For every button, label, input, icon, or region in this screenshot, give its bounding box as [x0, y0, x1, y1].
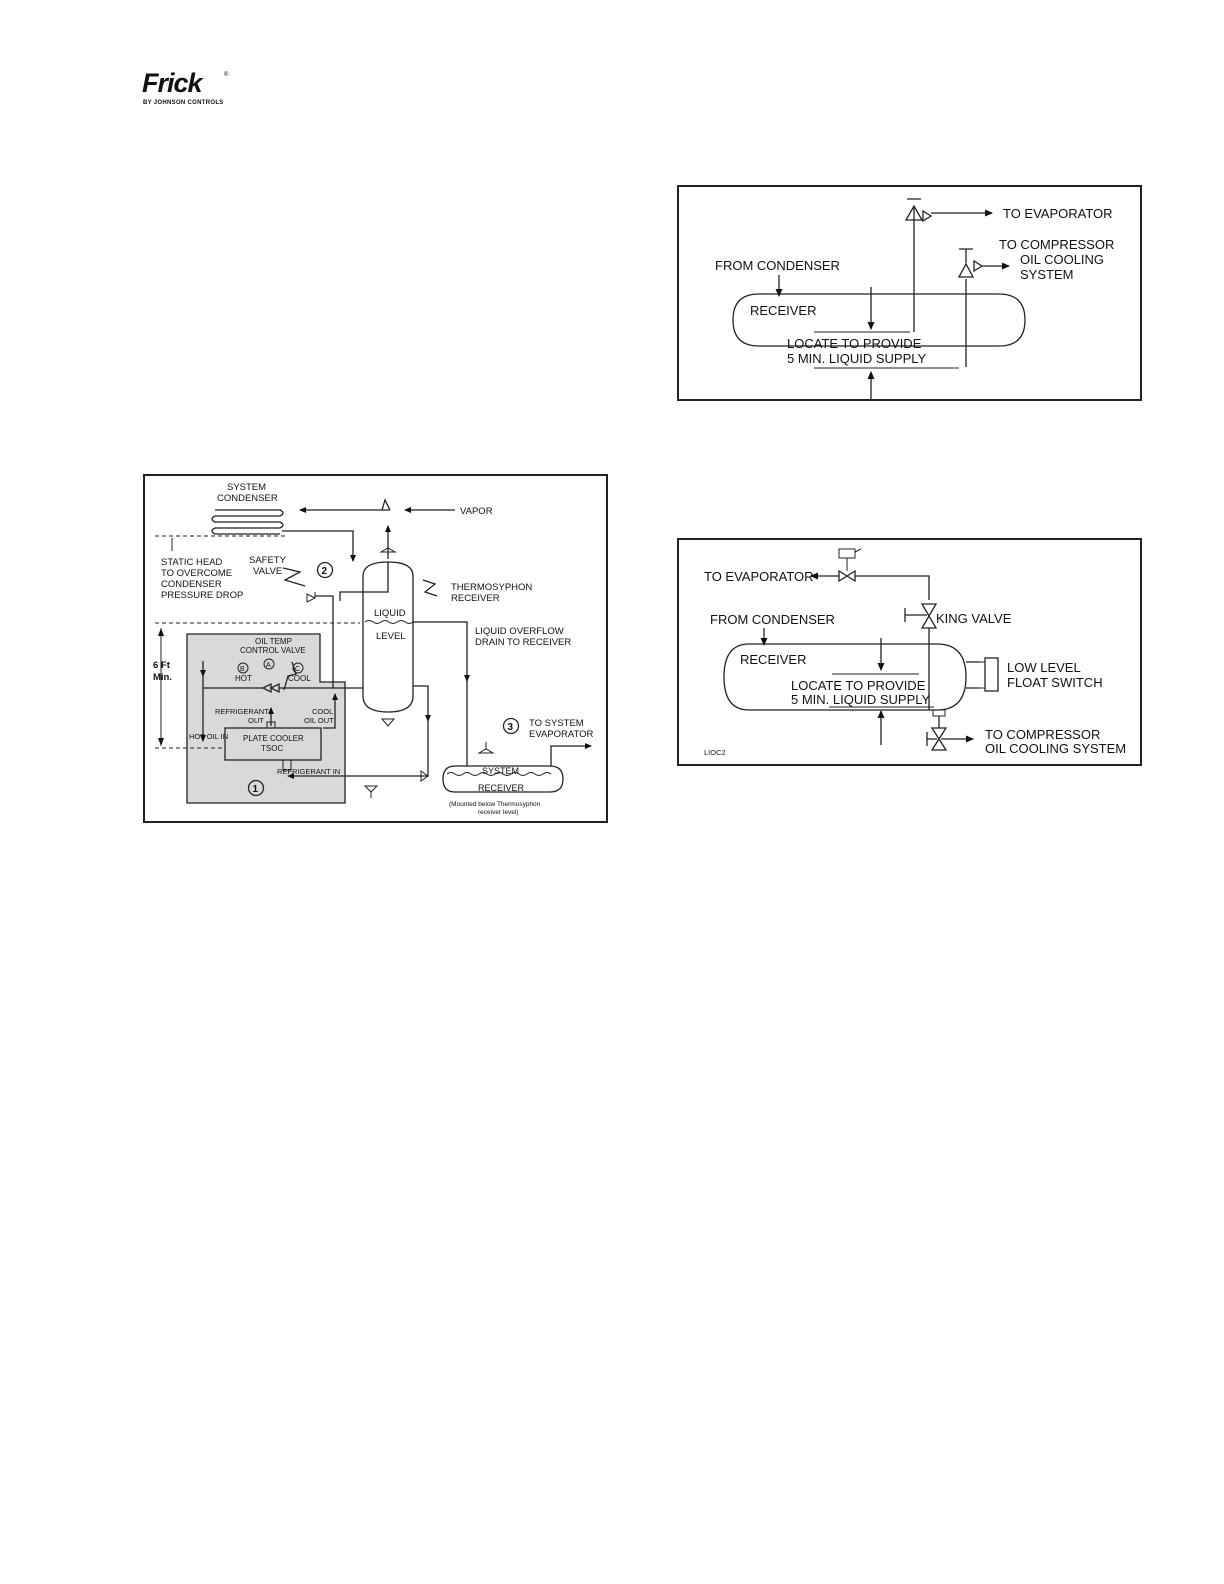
- logo-subtitle: BY JOHNSON CONTROLS: [143, 100, 224, 106]
- receiver-diagram-king-valve-svg: RECEIVER LOCATE TO PROVIDE 5 MIN. LIQUID…: [704, 548, 1126, 757]
- inlet-valve-icon: [420, 770, 429, 782]
- cool-oil-out-1: COOL: [312, 707, 333, 716]
- static-head-1: STATIC HEAD: [161, 557, 223, 568]
- cool-label: COOL: [288, 674, 311, 683]
- condenser-label-1: SYSTEM: [227, 482, 266, 493]
- logo-trademark: ®: [224, 72, 229, 78]
- relief-valve-icon: [379, 542, 397, 553]
- compressor-valve-icon: [957, 248, 975, 278]
- safety-valve-icon: [306, 592, 317, 603]
- evaporator-valve-side: [922, 209, 933, 223]
- thermosyphon-receiver-vessel: [362, 561, 414, 713]
- king-valve-icon: [920, 603, 938, 629]
- liquid-overflow-2: DRAIN TO RECEIVER: [475, 637, 571, 648]
- compressor-valve-icon: [930, 727, 948, 751]
- safety-valve-pointer: [282, 567, 306, 587]
- locate-1: LOCATE TO PROVIDE: [787, 336, 922, 351]
- oil-temp-1: OIL TEMP: [255, 637, 292, 646]
- receiver-label: RECEIVER: [750, 303, 816, 318]
- callout-1-circle: [247, 779, 265, 797]
- thermosyphon-receiver-2: RECEIVER: [451, 593, 500, 604]
- bottom-valve-icon: [363, 785, 379, 798]
- system-receiver-2: RECEIVER: [478, 783, 525, 793]
- six-ft-2: Min.: [153, 672, 172, 683]
- refrigerant-out-2: OUT: [248, 716, 264, 725]
- safety-valve-2: VALVE: [253, 566, 282, 577]
- static-head-3: CONDENSER: [161, 579, 222, 590]
- outlet-fitting: [932, 709, 946, 717]
- thermosyphon-diagram-svg: SYSTEM CONDENSER VAPOR STATIC HEAD TO OV…: [153, 482, 594, 816]
- vapor-label: VAPOR: [460, 506, 493, 517]
- oil-cooling-skid-area: [186, 633, 346, 804]
- from-condenser: FROM CONDENSER: [715, 258, 840, 273]
- static-head-4: PRESSURE DROP: [161, 590, 243, 601]
- to-evaporator: TO EVAPORATOR: [1003, 206, 1113, 221]
- system-receiver-vessel: [442, 765, 564, 793]
- receiver-label: RECEIVER: [740, 652, 806, 667]
- cool-oil-out-2: OIL OUT: [304, 716, 334, 725]
- callout-2: 2: [322, 566, 328, 577]
- low-level-1: LOW LEVEL: [1007, 660, 1081, 675]
- callout-3-circle: [502, 717, 520, 735]
- to-compressor-2: OIL COOLING: [1020, 252, 1104, 267]
- float-switch-icon: [984, 657, 999, 692]
- hot-label: HOT: [235, 674, 252, 683]
- locate-1: LOCATE TO PROVIDE: [791, 678, 926, 693]
- hot-oil-in: HOT OIL IN: [189, 732, 228, 741]
- to-compressor-1: TO COMPRESSOR: [999, 237, 1114, 252]
- thermosyphon-receiver-1: THERMOSYPHON: [451, 582, 532, 593]
- refrigerant-in: REFRIGERANT IN: [277, 767, 340, 776]
- to-compressor-1: TO COMPRESSOR: [985, 727, 1100, 742]
- to-evaporator: TO EVAPORATOR: [704, 569, 814, 584]
- locate-2: 5 MIN. LIQUID SUPPLY: [791, 692, 931, 707]
- port-c-circle: [292, 662, 304, 674]
- to-compressor-3: SYSTEM: [1020, 267, 1073, 282]
- mounted-below-1: (Mounted below Thermosyphon: [449, 801, 541, 808]
- to-system-evap-2: EVAPORATOR: [529, 729, 594, 740]
- port-b: B: [240, 666, 245, 673]
- receiver-diagram-basic: RECEIVER LOCATE TO PROVIDE 5 MIN. LIQUID…: [677, 185, 1142, 401]
- port-c: C: [295, 666, 300, 673]
- safety-valve-1: SAFETY: [249, 555, 287, 566]
- compressor-valve-side: [973, 259, 984, 273]
- condenser-coil-icon: [211, 509, 284, 535]
- to-system-evap-1: TO SYSTEM: [529, 718, 584, 729]
- evaporator-valve-icon: [904, 198, 924, 221]
- solenoid-valve-icon: [838, 569, 856, 583]
- port-a: A: [266, 662, 271, 669]
- system-receiver-relief-icon: [477, 742, 495, 754]
- plate-cooler-1: PLATE COOLER: [243, 734, 304, 743]
- receiver-diagram-basic-svg: RECEIVER LOCATE TO PROVIDE 5 MIN. LIQUID…: [715, 198, 1114, 401]
- level-label: LEVEL: [376, 631, 406, 642]
- frick-logo: Frick ® BY JOHNSON CONTROLS: [140, 68, 240, 110]
- oil-temp-2: CONTROL VALVE: [240, 646, 306, 655]
- condenser-label-2: CONDENSER: [217, 493, 278, 504]
- solenoid-coil-icon: [838, 548, 856, 559]
- to-compressor-2: OIL COOLING SYSTEM: [985, 741, 1126, 756]
- mounted-below-2: receiver level): [478, 809, 518, 816]
- drain-valve-icon: [380, 718, 396, 727]
- thermosyphon-diagram: SYSTEM CONDENSER VAPOR STATIC HEAD TO OV…: [143, 474, 608, 823]
- locate-2: 5 MIN. LIQUID SUPPLY: [787, 351, 927, 366]
- callout-2-circle: [316, 561, 334, 579]
- callout-3: 3: [508, 722, 514, 733]
- figure-code: LIOC2: [704, 748, 726, 757]
- liquid-overflow-1: LIQUID OVERFLOW: [475, 626, 564, 637]
- low-level-2: FLOAT SWITCH: [1007, 675, 1103, 690]
- port-b-circle: [237, 662, 249, 674]
- refrigerant-out-1: REFRIGERANT: [215, 707, 269, 716]
- receiver-diagram-king-valve: RECEIVER LOCATE TO PROVIDE 5 MIN. LIQUID…: [677, 538, 1142, 766]
- six-ft-1: 6 Ft: [153, 660, 171, 671]
- system-receiver-1: SYSTEM: [482, 766, 519, 776]
- from-condenser: FROM CONDENSER: [710, 612, 835, 627]
- king-valve: KING VALVE: [936, 611, 1012, 626]
- static-head-2: TO OVERCOME: [161, 568, 232, 579]
- receiver-vessel: [732, 293, 1026, 347]
- liquid-label: LIQUID: [374, 608, 406, 619]
- port-a-circle: [263, 658, 275, 670]
- liquid-surface: [364, 620, 414, 624]
- plate-cooler-2: TSOC: [261, 744, 283, 753]
- logo-brand: Frick: [142, 68, 203, 98]
- callout-1: 1: [253, 784, 259, 795]
